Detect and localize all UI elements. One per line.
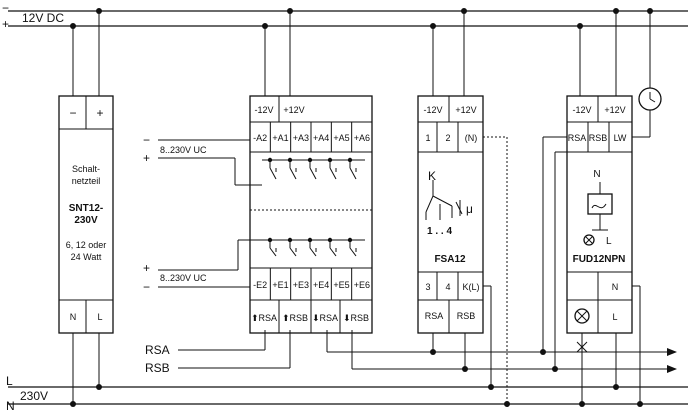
input-upper-terminal: +A5 — [333, 133, 349, 143]
fsa-rsb: RSB — [457, 311, 476, 321]
snt-model2: 230V — [74, 215, 98, 226]
fud-plus12v: +12V — [604, 105, 625, 115]
input-external-wiring — [158, 139, 262, 288]
lower-contact-blade — [349, 247, 357, 257]
input-contacts — [262, 157, 365, 257]
snt12-module — [58, 11, 114, 404]
fsa-terminal-4: 4 — [445, 282, 450, 292]
fud-n-label: N — [593, 169, 600, 180]
bus-n-label: N — [6, 399, 15, 413]
snt-plus-terminal: + — [96, 106, 103, 120]
input-down-rsa: ⬇RSA — [312, 313, 338, 323]
bus-lines — [8, 10, 688, 405]
fud-l-terminal: L — [612, 312, 617, 322]
upper-minus-mark: − — [143, 133, 150, 147]
upper-contact-blade — [309, 167, 317, 180]
bus-minus-mark: − — [2, 1, 9, 15]
lower-contact-blade — [289, 247, 297, 257]
fud-n-terminal: N — [612, 282, 619, 292]
bus-230v-label: 230V — [20, 389, 48, 403]
fud-minus12v: -12V — [572, 105, 591, 115]
bus-12v-label: 12V DC — [22, 11, 64, 25]
upper-contact-blade — [289, 167, 297, 180]
bus-l-label: L — [6, 374, 13, 388]
upper-contact-blade — [329, 167, 337, 180]
lower-plus-mark: + — [143, 261, 150, 275]
input-lower-terminal: -E2 — [253, 280, 267, 290]
fud-lw: LW — [614, 133, 627, 143]
fsa-terminal-3: 3 — [425, 282, 430, 292]
left-rsa-label: RSA — [145, 343, 170, 357]
lower-contact-blade — [269, 247, 277, 257]
fsa-plus12v: +12V — [455, 105, 476, 115]
input-minus12v: -12V — [254, 105, 273, 115]
fsa-terminal-1: 1 — [425, 133, 430, 143]
fsa-rsa: RSA — [425, 311, 444, 321]
signal-lines — [178, 330, 677, 373]
snt-desc2: 24 Watt — [71, 252, 102, 262]
input-upper-terminal: -A2 — [253, 133, 267, 143]
fsa-mu-label: μ — [466, 202, 473, 216]
input-lower-terminal: +E4 — [313, 280, 329, 290]
upper-contact-blade — [349, 167, 357, 180]
fsa-terminal-kl: K(L) — [462, 282, 479, 292]
fsa12-module — [417, 11, 508, 404]
lower-voltage-label: 8..230V UC — [160, 273, 207, 283]
input-lower-terminal: +E1 — [272, 280, 288, 290]
snt-minus-terminal: − — [69, 106, 76, 120]
input-upper-row: -A2 +A1 +A3 +A4 +A5 +A6 — [253, 122, 370, 152]
left-rsb-label: RSB — [145, 361, 170, 375]
input-lower-terminal: +E3 — [293, 280, 309, 290]
input-upper-terminal: +A6 — [354, 133, 370, 143]
fsa-range-label: 1 . . 4 — [427, 226, 452, 237]
input-up-rsa: ⬆RSA — [251, 313, 277, 323]
fsa-k-label: K — [428, 169, 436, 183]
lower-contact-blade — [329, 247, 337, 257]
input-upper-terminal: +A1 — [272, 133, 288, 143]
fud-l-label: L — [606, 236, 612, 247]
snt-line1: Schalt- — [72, 164, 100, 174]
input-down-rsb: ⬇RSB — [343, 313, 369, 323]
fsa-terminal-n: (N) — [465, 133, 478, 143]
upper-voltage-label: 8..230V UC — [160, 145, 207, 155]
fud12npn-module — [542, 11, 662, 404]
input-up-rsb: ⬆RSB — [282, 313, 308, 323]
snt-line2: netzteil — [72, 176, 101, 186]
input-lower-row: -E2 +E1 +E3 +E4 +E5 +E6 — [253, 268, 370, 300]
bus-plus-mark: + — [2, 17, 9, 31]
fud-name: FUD12NPN — [573, 254, 626, 265]
fsa-minus12v: -12V — [423, 105, 442, 115]
upper-contact-blade — [269, 167, 277, 180]
upper-plus-mark: + — [143, 151, 150, 165]
input-upper-terminal: +A3 — [293, 133, 309, 143]
lower-contact-blade — [309, 247, 317, 257]
fud-rsa: RSA — [568, 133, 587, 143]
input-lower-terminal: +E6 — [354, 280, 370, 290]
snt-l-terminal: L — [97, 312, 102, 322]
snt-n-terminal: N — [70, 312, 77, 322]
fsa-terminal-2: 2 — [445, 133, 450, 143]
snt-model1: SNT12- — [69, 203, 103, 214]
lower-minus-mark: − — [143, 280, 150, 294]
snt-desc1: 6, 12 oder — [66, 240, 107, 250]
input-upper-terminal: +A4 — [313, 133, 329, 143]
input-plus12v: +12V — [283, 105, 304, 115]
input-lower-terminal: +E5 — [333, 280, 349, 290]
fud-rsb: RSB — [589, 133, 608, 143]
fsa-name: FSA12 — [434, 254, 466, 265]
